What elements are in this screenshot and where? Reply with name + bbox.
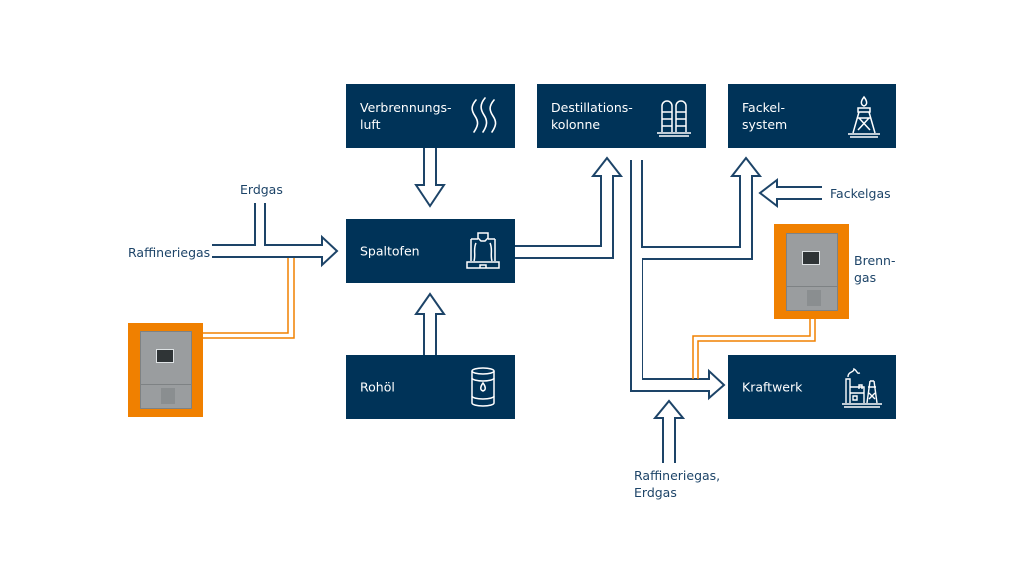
box-kraftwerk: Kraftwerk <box>728 355 896 419</box>
box-label: Fackel- system <box>742 100 788 132</box>
analyzer-left <box>128 323 203 417</box>
analyzer-right <box>774 224 849 319</box>
arrow-fackelgas-to-fackelsystem <box>758 177 822 209</box>
oil-barrel-icon <box>471 367 495 407</box>
sample-line-right-2 <box>697 319 816 379</box>
label-erdgas: Erdgas <box>240 182 283 197</box>
arrow-destillation-to-kraftwerk <box>630 160 726 401</box>
analyzer-cabinet <box>140 331 192 409</box>
box-verbrennungsluft: Verbrennungs- luft <box>346 84 515 148</box>
box-label: Spaltofen <box>360 243 420 259</box>
analyzer-screen <box>156 349 174 363</box>
arrow-verbrennungsluft-to-spaltofen <box>414 148 446 208</box>
label-raffineriegas-erdgas: Raffineriegas, Erdgas <box>634 468 721 500</box>
box-label: Verbrennungs- luft <box>360 100 452 132</box>
box-spaltofen: Spaltofen <box>346 219 515 283</box>
sample-line-left <box>203 258 289 334</box>
arrow-rohoel-to-spaltofen <box>414 292 446 355</box>
power-plant-icon <box>842 367 882 408</box>
distillation-columns-icon <box>657 100 691 137</box>
analyzer-screen <box>802 251 820 265</box>
box-fackelsystem: Fackel- system <box>728 84 896 148</box>
box-rohoel: Rohöl <box>346 355 515 419</box>
box-destillationskolonne: Destillations- kolonne <box>537 84 706 148</box>
box-label: Kraftwerk <box>742 379 803 395</box>
box-label: Rohöl <box>360 379 395 395</box>
analyzer-cabinet <box>786 233 838 311</box>
label-brenngas: Brenn- gas <box>854 253 896 285</box>
box-label: Destillations- kolonne <box>551 100 633 132</box>
sample-line-right <box>692 319 811 379</box>
flare-tower-icon <box>848 95 880 138</box>
label-fackelgas: Fackelgas <box>830 186 891 201</box>
label-raffineriegas: Raffineriegas <box>128 245 211 260</box>
heat-waves-icon <box>471 97 497 133</box>
sample-line-left-2 <box>203 258 295 339</box>
arrow-raffineriegas-erdgas-to-kraftwerk <box>652 399 686 463</box>
cracking-furnace-icon <box>466 232 500 269</box>
